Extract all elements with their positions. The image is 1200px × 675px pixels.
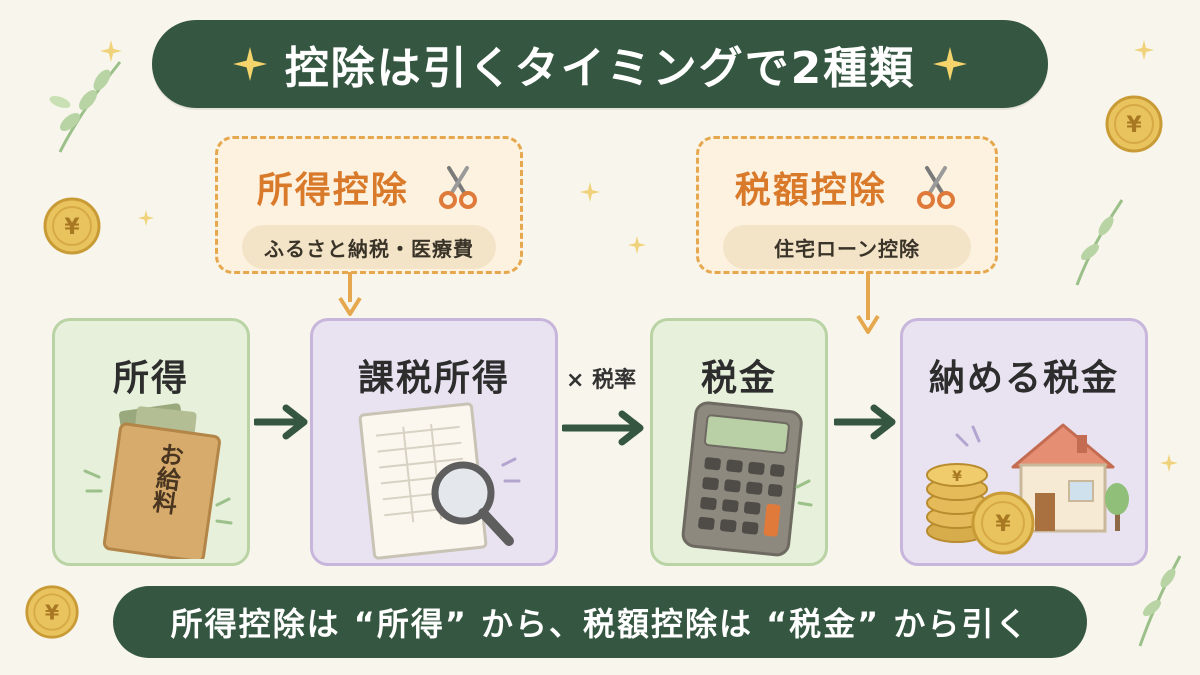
flow-arrow [254,404,308,440]
title-banner: 控除は引くタイミングで2種類 [152,20,1048,108]
sparkle-icon [138,210,154,226]
svg-text:¥: ¥ [995,512,1011,537]
sparkle-icon [628,236,646,254]
box-label: 納める税金 [928,358,1119,399]
leaf-branch-icon [49,61,122,153]
income-deduction-callout: 所得控除 ふるさと納税・医療費 [215,136,523,274]
sparkle-icon [232,47,267,81]
document-magnifier-icon [358,402,521,560]
house-coins-icon: ¥ ¥ [926,423,1129,555]
summary-caption: 所得控除は “所得” から、税額控除は “税金” から引く [170,605,1030,643]
salary-envelope-icon: お給料 [83,403,233,559]
flow-arrow [562,410,644,446]
leaf-branch-icon [1075,199,1124,286]
sparkle-icon [580,182,600,202]
callout-examples: 住宅ローン控除 [723,225,971,269]
income-box: 所得 お給料 [52,318,250,566]
callout-title: 税額控除 [734,170,887,211]
callout-pointer-arrow [856,272,880,334]
box-label: 所得 [112,358,189,399]
tax-box: 税金 [650,318,828,566]
sparkle-icon [1160,454,1178,472]
callout-examples: ふるさと納税・医療費 [242,225,496,269]
scissors-icon [439,166,478,209]
taxable-income-box: 課税所得 [310,318,558,566]
box-label: 課税所得 [357,358,510,399]
callout-title: 所得控除 [256,170,409,211]
scissors-icon [917,166,956,209]
tax-rate-label: × 税率 [566,368,637,393]
summary-banner: 所得控除は “所得” から、税額控除は “税金” から引く [113,586,1087,658]
leaf-branch-icon [1138,555,1182,647]
svg-text:¥: ¥ [45,600,60,624]
sparkle-icon [100,40,122,62]
box-label: 税金 [700,358,777,399]
sparkle-icon [1134,40,1154,60]
yen-coin-icon: ¥ [43,197,101,255]
svg-text:¥: ¥ [952,469,962,485]
svg-text:¥: ¥ [64,215,80,240]
page-title: 控除は引くタイミングで2種類 [284,43,916,94]
flow-arrow [834,404,896,440]
tax-payable-box: 納める税金 ¥ ¥ [900,318,1148,566]
calculator-icon [681,401,813,557]
sparkle-icon [933,47,968,81]
svg-text:¥: ¥ [1126,113,1142,138]
yen-coin-icon: ¥ [1105,95,1163,153]
tax-credit-callout: 税額控除 住宅ローン控除 [696,136,998,274]
callout-pointer-arrow [338,272,362,316]
yen-coin-icon: ¥ [25,585,79,639]
